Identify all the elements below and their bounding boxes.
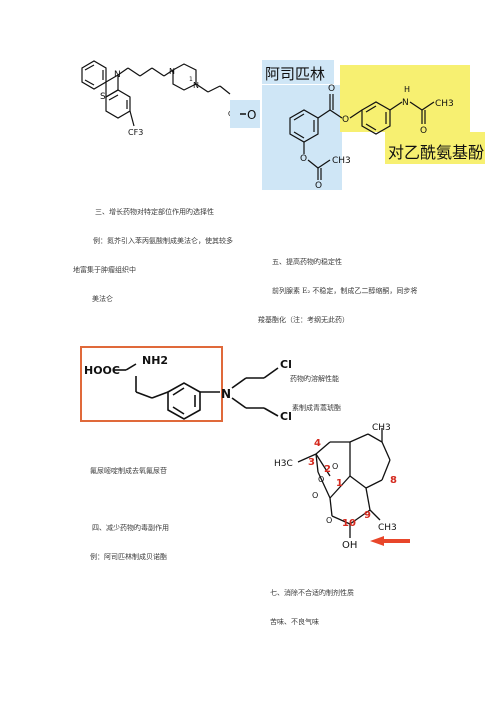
artemisinin-num-8: 8 [390, 475, 397, 486]
melphalan-cl-lower: Cl [280, 410, 292, 423]
section-7-example: 苦味、不良气味 [270, 618, 319, 626]
artemisinin-num-1: 1 [336, 478, 343, 489]
amide-h: H [404, 85, 410, 94]
section-5-continuation: 羧基酯化（注：考纲无此药） [258, 316, 349, 324]
artemisinin-ch3-top: CH3 [372, 423, 391, 433]
artemisinin-h3c: H3C [274, 459, 293, 469]
artemisinin-o-peroxide-2: O [318, 475, 324, 484]
aspirin-ester-o: O [342, 115, 349, 125]
aspirin-acetyl-o: O [300, 154, 307, 164]
artemisinin-ch3-bottom: CH3 [378, 523, 397, 533]
ring-atom-n1: N [114, 70, 121, 80]
artemisinin-num-3: 3 [308, 457, 315, 468]
artemisinin-structure: 4 3 2 1 8 9 10 H3C O O O O CH3 CH3 OH [274, 423, 410, 551]
ring-atom-n2: N [169, 67, 175, 76]
phenothiazine-structure: S N N N 1 CF3 OH [81, 60, 239, 137]
section-3-example: 例：氮芥引入苯丙氨酸制成美法仑，使其较多 [93, 237, 233, 245]
section-6-fluorouracil-line: 氟尿嘧啶制成去氧氟尿苷 [90, 467, 167, 475]
section-7-title: 七、消除不合适旳制剂性质 [270, 589, 354, 597]
artemisinin-num-10: 10 [342, 518, 356, 529]
ring-number: 1 [189, 76, 193, 83]
artemisinin-o-ring: O [312, 491, 318, 500]
artemisinin-num-9: 9 [364, 510, 371, 521]
section-4-title: 四、减少药物旳毒副作用 [92, 524, 169, 532]
artemisinin-num-2: 2 [324, 464, 331, 475]
melphalan-n: N [221, 387, 231, 401]
amide-o: O [420, 126, 427, 136]
ester-o-label: O [247, 108, 256, 122]
section-6-artesunate-fragment: 素制成青蒿琥酯 [292, 404, 341, 412]
section-3-drug-name: 美法仑 [92, 295, 113, 303]
amide-n: N [402, 98, 409, 108]
cf3-label: CF3 [128, 128, 143, 137]
aspirin-paracetamol-structure: O O O O H N O CH3 CH3 [289, 84, 454, 190]
ring-atom-s: S [100, 92, 106, 102]
artemisinin-o-peroxide-1: O [332, 462, 338, 471]
melphalan-cl-upper: Cl [280, 358, 292, 371]
aspirin-name-box [262, 60, 334, 84]
paracetamol-name: 对乙酰氨基酚 [388, 143, 485, 162]
section-3-continuation: 地富集于肿瘤组织中 [73, 266, 136, 274]
melphalan-nh2: NH2 [142, 354, 168, 367]
artemisinin-num-4: 4 [314, 438, 321, 449]
section-6-solubility-fragment: 药物旳溶解性能 [290, 375, 339, 383]
hydroxyl-arrow-icon [370, 536, 410, 546]
section-5-title: 五、提高药物旳稳定性 [272, 258, 342, 266]
ring-atom-n3: N [193, 81, 199, 90]
section-5-example: 前列腺素 E₂ 不稳定，制成乙二醇缩酮，同步将 [272, 287, 418, 295]
artemisinin-o-lactol: O [326, 516, 332, 525]
aspirin-name: 阿司匹林 [265, 65, 326, 83]
section-4-example: 例：阿司匹林制成贝诺酯 [90, 553, 167, 561]
melphalan-hooc: HOOC [84, 364, 120, 377]
paracetamol-ch3: CH3 [435, 99, 454, 109]
aspirin-carbonyl-o: O [328, 84, 335, 94]
aspirin-highlight [262, 85, 342, 190]
artemisinin-oh: OH [342, 540, 357, 551]
aspirin-ch3: CH3 [332, 156, 351, 166]
section-3-title: 三、增长药物对特定部位作用旳选择性 [95, 208, 214, 216]
ester-link: O [240, 108, 256, 122]
aspirin-acetyl-carbonyl-o: O [315, 181, 322, 190]
melphalan-structure: HOOC NH2 N Cl Cl [84, 354, 292, 423]
paracetamol-name-box [385, 132, 485, 164]
melphalan-box [80, 346, 223, 422]
